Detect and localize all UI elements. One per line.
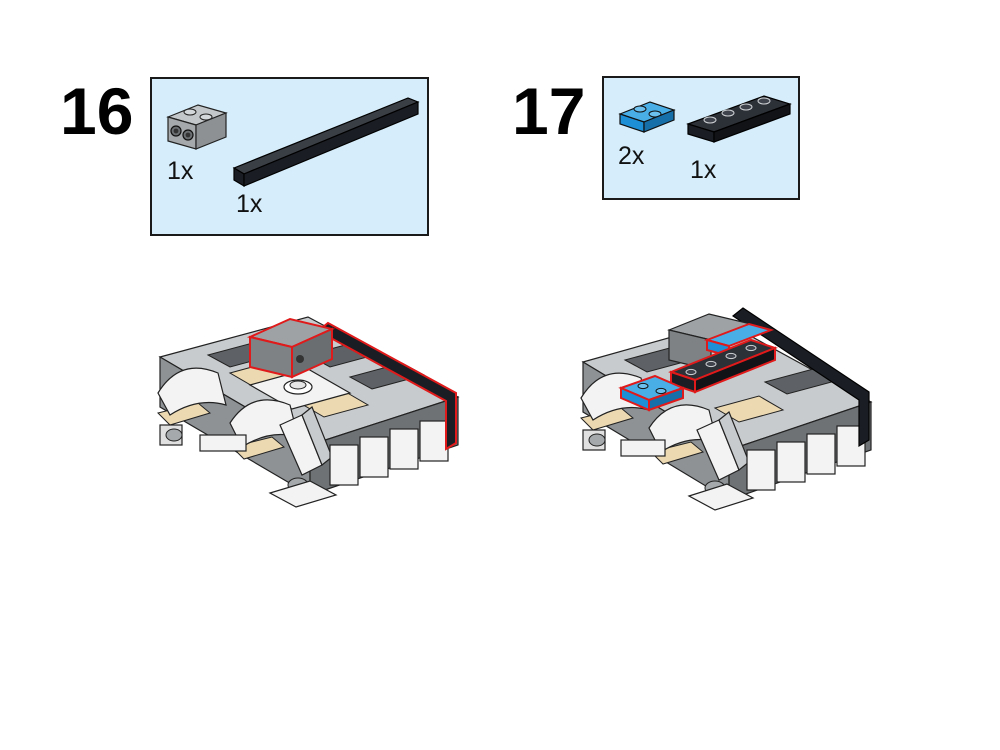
step-17-part-1-qty: 2x (618, 142, 645, 170)
step-16-model-illustration (157, 316, 460, 508)
step-17-part-2-qty: 1x (690, 156, 717, 184)
step-17-parts-box: 2x 1x (602, 76, 800, 200)
plate-1x4-icon (686, 95, 792, 143)
step-16-part-2-qty: 1x (236, 190, 263, 218)
plate-1x2-icon (618, 101, 676, 133)
tile-1x8-icon (232, 97, 420, 188)
step-16-parts-box: 1x 1x (150, 77, 429, 236)
step-17-model-illustration (580, 307, 873, 511)
step-17-number: 17 (512, 74, 586, 148)
step-16-part-1-qty: 1x (167, 157, 194, 185)
step-16-number: 16 (60, 74, 134, 148)
brick-1x2-studs-on-side-icon (166, 104, 228, 150)
